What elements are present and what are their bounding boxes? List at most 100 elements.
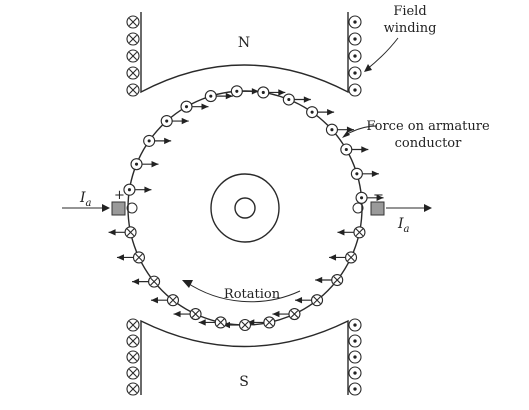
armature-conductor-out (160, 115, 173, 128)
armature-conductor-out (350, 167, 363, 180)
field-winding-left-bottom (126, 318, 140, 396)
winding-turn-dot (348, 382, 362, 396)
force-arrow-left (108, 229, 126, 236)
force-arrow-right (191, 103, 209, 110)
current-out-arrowhead (424, 204, 432, 212)
winding-turn-dot (348, 366, 362, 380)
current-in-label: Ia (79, 190, 92, 209)
armature-conductor-out (143, 134, 156, 147)
force-arrow-right (141, 160, 159, 168)
winding-turn-cross (126, 66, 140, 80)
armature-conductor-out (230, 85, 243, 98)
armature-conductor-in (331, 273, 344, 287)
armature-conductor-out (325, 123, 338, 136)
winding-turn-cross (126, 382, 140, 396)
armature-conductors (108, 85, 384, 332)
force-arrow-left (150, 296, 168, 304)
armature-conductor-in (238, 318, 252, 332)
force-arrow-left (116, 254, 134, 261)
field-winding-leader-arrowhead (364, 64, 372, 72)
force-label-line1: Force on armature (366, 119, 490, 134)
force-arrow-right (366, 194, 384, 202)
rotation-arrowhead (182, 280, 193, 288)
armature-conductor-out (306, 106, 319, 119)
armature-conductor-out (257, 86, 270, 99)
force-arrow-right (336, 126, 354, 133)
armature-conductor-in (353, 226, 366, 239)
rotation-arc (185, 281, 301, 303)
force-arrow-right (293, 96, 311, 103)
brush-left (111, 201, 126, 216)
armature-conductor-out (204, 90, 217, 103)
armature-conductor-in (310, 294, 324, 307)
winding-turn-cross (126, 83, 140, 97)
armature-conductor-out (355, 191, 368, 204)
force-arrow-left (198, 319, 216, 326)
winding-turn-cross (126, 32, 140, 46)
winding-turn-cross (126, 15, 140, 29)
force-arrow-right (215, 92, 233, 100)
winding-turn-cross (126, 318, 140, 332)
armature-conductor-in (189, 307, 202, 321)
armature-conductor-in (166, 294, 180, 307)
force-arrow-right (134, 186, 152, 193)
rotation-label: Rotation (224, 287, 281, 302)
winding-turn-dot (348, 83, 362, 97)
armature-conductor-in (124, 226, 137, 239)
shaft-outer-ring (210, 173, 280, 243)
armature-conductor-in (148, 275, 161, 288)
armature-conductor-out (180, 100, 193, 113)
armature-conductor-out (340, 143, 353, 156)
north-pole-piece (140, 12, 349, 94)
shaft (234, 197, 256, 219)
force-arrow-right (317, 108, 335, 116)
winding-turn-dot (348, 350, 362, 364)
winding-turn-dot (348, 318, 362, 332)
south-pole-label: S (239, 374, 249, 390)
winding-turn-dot (348, 334, 362, 348)
winding-turn-dot (348, 49, 362, 63)
winding-turn-dot (348, 66, 362, 80)
winding-turn-dot (348, 32, 362, 46)
winding-turn-cross (126, 350, 140, 364)
commutator-contact-right (352, 202, 364, 214)
south-pole-piece (140, 319, 349, 395)
commutator-contact-left (126, 202, 138, 214)
force-arrow-right (171, 117, 189, 125)
brush-right (370, 201, 385, 216)
field-winding-right-bottom (348, 318, 362, 396)
brush-right-polarity: − (373, 188, 384, 203)
current-in-arrowhead (102, 204, 110, 212)
armature-conductor-in (288, 307, 301, 321)
armature-conductor-in (132, 251, 146, 264)
field-winding-label-line2: winding (384, 21, 437, 36)
current-out-label: Ia (397, 216, 410, 235)
armature-conductor-out (130, 158, 143, 171)
force-label-line2: conductor (395, 136, 463, 151)
armature-conductor-in (263, 316, 276, 329)
force-arrow-left (329, 254, 347, 261)
force-arrow-left (315, 276, 333, 284)
winding-turn-cross (126, 334, 140, 348)
armature-conductor-in (214, 316, 227, 329)
force-arrow-right (241, 88, 259, 95)
force-arrow-left (272, 310, 290, 318)
north-pole-label: N (238, 35, 250, 51)
armature-conductor-out (282, 93, 295, 106)
winding-turn-cross (126, 49, 140, 63)
winding-turn-cross (126, 366, 140, 380)
force-arrow-right (154, 137, 172, 145)
field-winding-left-top (126, 15, 140, 97)
force-arrow-left (132, 278, 150, 285)
force-leader-arrowhead (342, 131, 350, 138)
field-winding-right-top (348, 15, 362, 97)
force-arrow-right (268, 89, 286, 96)
force-arrow-left (173, 310, 191, 318)
force-arrow-right (351, 146, 369, 153)
field-winding-leader (365, 37, 399, 71)
force-arrow-left (337, 229, 355, 236)
field-winding-label-line1: Field (393, 4, 426, 19)
armature-conductor-in (344, 251, 358, 264)
